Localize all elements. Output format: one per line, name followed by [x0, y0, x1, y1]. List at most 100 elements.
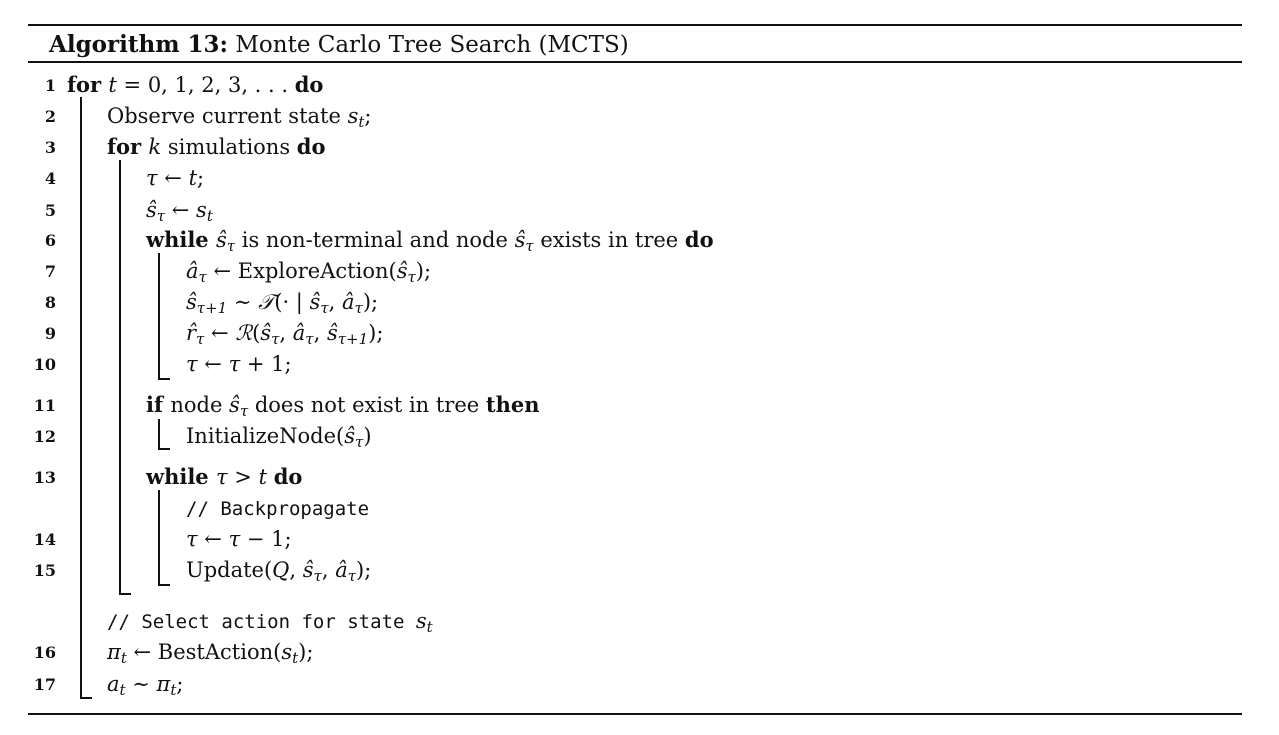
- code-line: Observe current state st;: [107, 103, 371, 131]
- code-token: (· |: [274, 290, 310, 314]
- code-token: τ: [186, 527, 198, 551]
- line-number: 15: [33, 561, 56, 580]
- keyword: if: [146, 392, 171, 417]
- line-number: 10: [33, 355, 56, 374]
- indent-guide-while-1: [158, 253, 160, 379]
- line-number: 6: [44, 231, 56, 250]
- line-number: 16: [33, 643, 56, 662]
- code-token: t: [188, 166, 198, 190]
- code-token: InitializeNode(: [186, 424, 345, 448]
- comment: // Select action for state: [107, 611, 416, 633]
- code-token: τ+1: [337, 330, 369, 348]
- indent-guide-outer: [80, 97, 82, 698]
- code-line: while τ > t do: [146, 464, 302, 490]
- code-token: τ: [525, 237, 534, 255]
- code-token: ←: [204, 321, 236, 345]
- line-number: 9: [44, 324, 56, 343]
- code-token: ŝ: [186, 290, 197, 314]
- code-token: ,: [289, 558, 303, 582]
- line-number: 14: [33, 530, 56, 549]
- line-number: 4: [44, 169, 56, 188]
- code-token: t: [358, 113, 365, 131]
- code-token: ,: [321, 558, 336, 582]
- keyword: while: [146, 227, 216, 252]
- code-line: ŝτ ← st: [146, 197, 213, 224]
- indent-guide-simulations-end: [119, 593, 131, 595]
- keyword: for: [67, 72, 109, 97]
- code-token: does not exist in tree: [248, 393, 486, 417]
- code-token: â: [186, 259, 199, 283]
- code-token: τ: [228, 527, 241, 551]
- line-number: 1: [44, 76, 56, 95]
- code-token: − 1;: [240, 527, 292, 551]
- code-token: s: [415, 609, 427, 633]
- keyword: while: [146, 464, 216, 489]
- code-token: ∼: [227, 290, 259, 314]
- code-line: at ∼ πt;: [107, 671, 183, 699]
- line-number: 13: [33, 468, 56, 487]
- code-line: while ŝτ is non-terminal and node ŝτ exi…: [146, 227, 714, 255]
- code-line: πt ← BestAction(st);: [107, 639, 314, 667]
- code-token: );: [362, 290, 379, 314]
- code-token: s: [281, 640, 293, 664]
- code-token: τ: [228, 352, 241, 376]
- code-token: τ: [407, 268, 416, 286]
- code-token: );: [298, 640, 314, 664]
- code-token: ,: [328, 290, 342, 314]
- code-token: τ: [354, 299, 363, 317]
- code-token: ,: [313, 321, 327, 345]
- code-token: t: [119, 681, 126, 699]
- code-token: Q: [272, 558, 290, 582]
- code-token: ←: [197, 352, 229, 376]
- keyword: do: [273, 464, 303, 489]
- code-token: ŝ: [326, 321, 338, 345]
- line-number: 5: [44, 201, 56, 220]
- indent-guide-simulations: [119, 160, 121, 594]
- keyword: do: [294, 72, 324, 97]
- code-token: â: [292, 321, 306, 345]
- keyword: then: [485, 392, 540, 417]
- code-token: );: [356, 558, 372, 582]
- code-token: τ: [186, 352, 198, 376]
- code-token: τ: [196, 330, 205, 348]
- code-token: τ: [313, 567, 322, 585]
- code-token: τ: [271, 330, 280, 348]
- code-token: ŝ: [215, 228, 227, 252]
- algorithm-name: Monte Carlo Tree Search (MCTS): [235, 32, 629, 58]
- code-token: s: [347, 104, 359, 128]
- line-number: 7: [44, 262, 56, 281]
- indent-guide-while-1-end: [158, 378, 170, 380]
- code-token: node: [170, 393, 230, 417]
- code-token: ŝ: [260, 321, 272, 345]
- algorithm-title: Algorithm 13: Monte Carlo Tree Search (M…: [49, 31, 629, 58]
- indent-guide-if-end: [158, 448, 170, 450]
- code-line: ŝτ+1 ∼ 𝒯(· | ŝτ, âτ);: [186, 289, 379, 317]
- code-token: ←: [197, 527, 229, 551]
- code-token: ℛ: [235, 321, 253, 345]
- code-token: ŝ: [302, 558, 314, 582]
- code-line: τ ← τ + 1;: [186, 351, 292, 377]
- indent-guide-while-2-end: [158, 584, 170, 586]
- code-token: ŝ: [229, 393, 240, 417]
- code-token: ,: [279, 321, 293, 345]
- code-line: τ ← t;: [146, 165, 204, 191]
- code-token: = 0, 1, 2, 3, . . .: [116, 73, 295, 97]
- code-token: ŝ: [344, 424, 355, 448]
- code-token: t: [292, 649, 299, 667]
- code-line: for k simulations do: [107, 134, 325, 160]
- code-token: π: [156, 672, 171, 696]
- code-line: Update(Q, ŝτ, âτ);: [186, 557, 372, 585]
- code-token: â: [335, 558, 348, 582]
- title-rule: [28, 61, 1242, 63]
- code-token: ;: [197, 166, 205, 190]
- indent-guide-if: [158, 419, 160, 449]
- code-token: ): [363, 424, 372, 448]
- algorithm-label: Algorithm 13:: [49, 31, 229, 58]
- code-token: â: [342, 290, 355, 314]
- indent-guide-outer-end: [80, 697, 92, 699]
- code-token: π: [107, 640, 121, 664]
- line-number: 3: [44, 138, 56, 157]
- code-line: âτ ← ExploreAction(ŝτ);: [186, 258, 431, 286]
- code-token: s: [196, 198, 207, 222]
- bottom-rule: [28, 713, 1242, 715]
